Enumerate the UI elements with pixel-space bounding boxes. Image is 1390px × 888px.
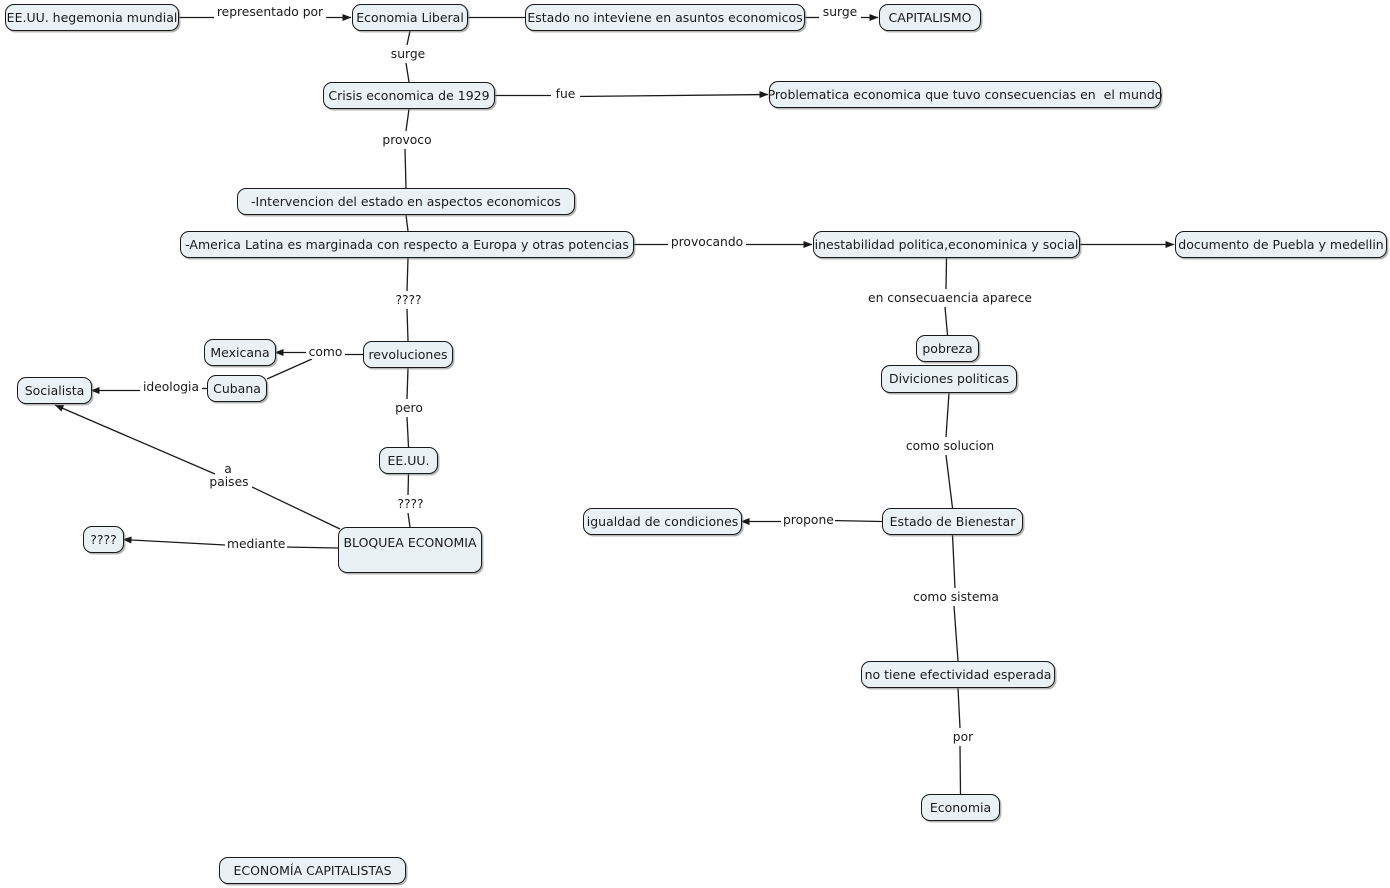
node-intervencion[interactable]: -Intervencion del estado en aspectos eco… — [237, 188, 575, 215]
node-mexicana[interactable]: Mexicana — [204, 339, 276, 366]
edge-label-ideologia: ideologia — [140, 380, 202, 395]
edge-pero-eeuu — [406, 416, 410, 448]
edge-mediante-q — [122, 536, 226, 546]
edge-label-provocando: provocando — [668, 235, 746, 250]
node-economia_liberal[interactable]: Economia Liberal — [352, 4, 468, 31]
edge-label-representado_por: representado por — [214, 5, 326, 20]
node-estado_bienestar[interactable]: Estado de Bienestar — [882, 508, 1023, 535]
edge-label-en_consecuaencia: en consecuaencia aparece — [866, 291, 1032, 306]
edge-intervencion-america — [405, 214, 409, 232]
edge-label-a: a — [219, 462, 237, 477]
edge-q-bloquea — [407, 512, 411, 528]
edge-bloquea-mediante — [282, 546, 339, 549]
edge-surge-crisis — [405, 62, 410, 83]
edge-bienestar-sistema — [951, 534, 956, 589]
edge-label-como: como — [306, 345, 345, 360]
node-problematica[interactable]: Problematica economica que tuvo consecue… — [768, 81, 1162, 108]
edge-liberal-surge — [406, 30, 411, 46]
edge-label-como_sistema: como sistema — [910, 590, 1002, 605]
node-capitalismo[interactable]: CAPITALISMO — [879, 4, 981, 31]
node-bloquea[interactable]: BLOQUEA ECONOMIA — [338, 527, 482, 573]
edge-fue-problematica — [575, 91, 769, 99]
node-crisis_1929[interactable]: Crisis economica de 1929 — [323, 82, 495, 109]
edge-eeuu-q — [407, 473, 410, 496]
node-diviciones[interactable]: Diviciones politicas — [881, 365, 1017, 393]
edge-crisis-provoco — [405, 108, 410, 132]
edge-noefectividad-por — [957, 687, 961, 729]
node-america_latina[interactable]: -America Latina es marginada con respect… — [180, 231, 634, 258]
node-economia_capitalistas[interactable]: ECONOMÍA CAPITALISTAS — [219, 857, 406, 884]
edge-label-pero: pero — [392, 401, 426, 416]
node-eeuu_hegemonia[interactable]: EE.UU. hegemonia mundial — [5, 4, 179, 31]
node-pobreza[interactable]: pobreza — [916, 335, 979, 362]
edge-label-provoco: provoco — [379, 133, 435, 148]
edge-provoco-intervencion — [404, 148, 407, 189]
node-igualdad[interactable]: igualdad de condiciones — [583, 508, 742, 535]
node-interrogante[interactable]: ???? — [83, 526, 124, 553]
node-estado_no_interviene[interactable]: Estado no inteviene en asuntos economico… — [525, 4, 805, 31]
edge-label-paises: paises — [206, 475, 252, 490]
edge-por-economia — [959, 745, 962, 795]
edge-q-revoluciones — [406, 308, 409, 342]
edge-label-como_solucion: como solucion — [903, 439, 997, 454]
edge-label-fue: fue — [551, 87, 580, 102]
edge-label-mediante: mediante — [225, 537, 287, 552]
edge-label-interrogante_rev: ???? — [391, 293, 426, 308]
edge-inestabilidad-consecuencia — [945, 257, 948, 290]
node-inestabilidad[interactable]: inestabilidad politica,econominica y soc… — [813, 231, 1080, 258]
edge-label-surge_capitalismo: surge — [819, 5, 861, 20]
edge-solucion-bienestar — [945, 454, 954, 509]
edge-diviciones-solucion — [945, 392, 950, 438]
node-eeuu[interactable]: EE.UU. — [379, 447, 438, 474]
edge-label-por: por — [949, 730, 977, 745]
node-revoluciones[interactable]: revoluciones — [363, 341, 453, 368]
edge-label-interrogante_eeuu: ???? — [393, 497, 428, 512]
node-no_efectividad[interactable]: no tiene efectividad esperada — [861, 661, 1055, 688]
edge-america-q — [406, 257, 409, 292]
edge-revoluciones-pero — [406, 367, 409, 400]
node-socialista[interactable]: Socialista — [17, 377, 92, 404]
node-documento_puebla[interactable]: documento de Puebla y medellin — [1175, 231, 1387, 258]
edge-paises-socialista — [54, 404, 216, 475]
edge-label-surge_crisis: surge — [387, 47, 429, 62]
node-cubana[interactable]: Cubana — [207, 375, 267, 402]
edge-label-propone: propone — [781, 513, 835, 528]
edge-bloquea-paises — [251, 486, 341, 530]
node-economia[interactable]: Economia — [921, 794, 1000, 821]
edge-bienestar-propone — [830, 519, 883, 523]
edge-consecuencia-pobreza — [944, 306, 949, 336]
edge-sistema-noefectividad — [953, 605, 959, 662]
